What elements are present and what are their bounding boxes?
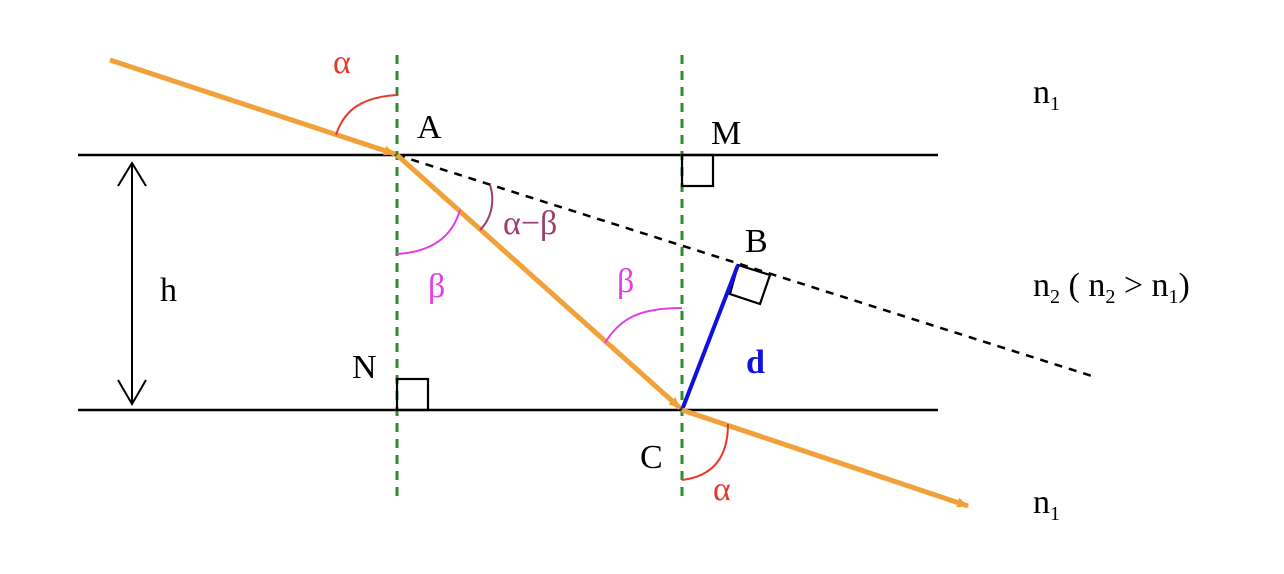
point-label-a: A: [417, 109, 442, 146]
angle-arc-alpha-minus-beta: [479, 184, 494, 231]
point-label-m: M: [711, 115, 741, 152]
angle-arc-beta-a: [396, 209, 461, 255]
angle-label-alpha-exit: α: [713, 471, 731, 508]
angle-arc-beta-c: [604, 307, 683, 344]
right-angle-marker-m: [680, 153, 715, 188]
angle-arc-alpha-incident: [335, 94, 398, 136]
angle-label-beta-a: β: [428, 268, 445, 305]
medium-label-middle: n2 ( n2 > n1): [1033, 267, 1190, 308]
point-label-b: B: [745, 223, 768, 260]
offset-label-d: d: [746, 344, 765, 381]
emergent-ray: [681, 407, 969, 509]
angle-label-alpha-minus-beta: α−β: [503, 205, 557, 242]
offset-segment-d: [680, 264, 740, 411]
height-label: h: [160, 272, 177, 309]
right-angle-marker-n: [395, 377, 430, 412]
point-label-c: C: [640, 439, 663, 476]
angle-arc-alpha-exit: [681, 423, 729, 481]
point-label-n: N: [352, 349, 377, 386]
incident-ray: [109, 57, 396, 157]
refracted-ray: [395, 153, 682, 410]
angle-label-alpha-incident: α: [333, 44, 351, 81]
height-arrow: [117, 161, 147, 406]
medium-label-top: n1: [1033, 74, 1060, 115]
angle-label-beta-c: β: [617, 263, 634, 300]
extended-incident-ray: [396, 153, 1096, 379]
medium-label-bottom: n1: [1033, 484, 1060, 525]
